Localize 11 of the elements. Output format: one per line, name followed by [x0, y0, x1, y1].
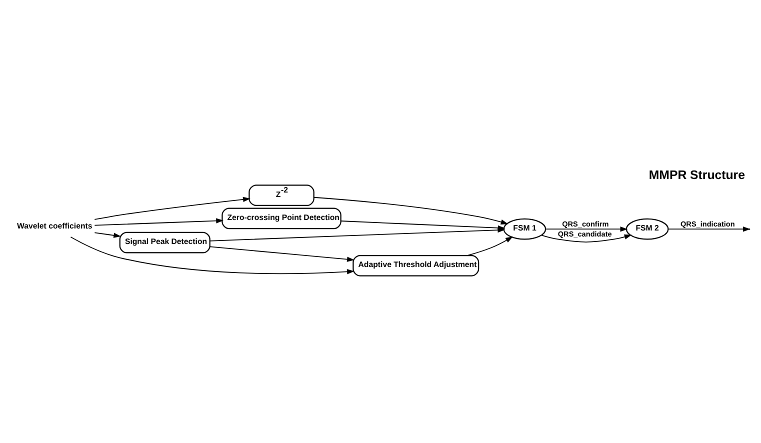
arrow	[94, 218, 224, 226]
arrow	[94, 232, 121, 238]
arrow	[544, 226, 628, 232]
arrow	[209, 227, 505, 242]
arrow	[209, 246, 354, 262]
diagram-title: MMPR Structure	[648, 168, 744, 182]
arrow	[540, 234, 632, 242]
arrow	[94, 196, 250, 220]
arrow	[70, 236, 354, 274]
arrow	[312, 196, 508, 225]
arrow	[466, 236, 512, 256]
